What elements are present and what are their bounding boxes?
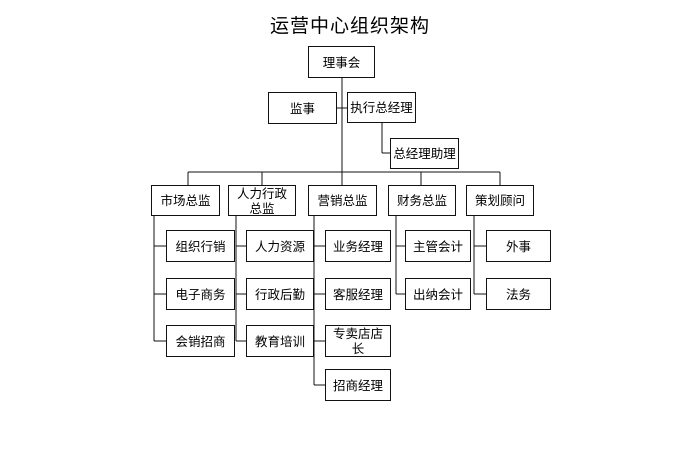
department-label: 策划顾问 [474,193,525,208]
node-board: 理事会 [308,46,375,78]
department-label: 市场总监 [160,193,211,208]
node-board-label: 理事会 [322,54,361,70]
node-subunit: 会销招商 [166,325,235,357]
subunit-label: 主管会计 [412,238,463,254]
chart-title: 运营中心组织架构 [269,15,430,37]
node-subunit: 出纳会计 [405,278,471,310]
node-subunit: 组织行销 [166,230,235,262]
node-subunit: 主管会计 [405,230,471,262]
node-ceo-assistant: 总经理助理 [390,138,459,169]
node-subunit: 招商经理 [325,369,391,401]
node-ceo-label: 执行总经理 [350,100,413,115]
node-subunit: 专卖店店长 [325,325,391,357]
department-label: 财务总监 [396,193,447,208]
subunit-label: 电子商务 [175,286,226,302]
node-supervisor-label: 监事 [289,100,315,116]
node-subunit: 行政后勤 [246,278,314,310]
node-subunit: 法务 [486,278,551,310]
node-subunit: 客服经理 [325,278,391,310]
node-department: 策划顾问 [466,185,534,216]
subunit-label: 行政后勤 [254,286,305,302]
subunit-label: 人力资源 [254,238,305,254]
subunit-label: 客服经理 [332,286,383,302]
node-subunit: 教育培训 [246,325,314,357]
subunit-label: 业务经理 [332,238,383,254]
node-subunit: 外事 [486,230,551,262]
node-ceo-assistant-label: 总经理助理 [393,146,456,161]
subunit-label: 法务 [505,286,531,302]
subunit-label: 会销招商 [175,333,226,349]
subunit-label: 招商经理 [332,377,383,393]
subunit-label: 教育培训 [254,333,305,349]
node-subunit: 人力资源 [246,230,314,262]
node-ceo: 执行总经理 [347,92,416,123]
subunit-label: 出纳会计 [412,286,463,302]
node-subunit: 电子商务 [166,278,235,310]
node-department: 财务总监 [388,185,456,216]
node-department: 人力行政总监 [228,185,296,216]
node-supervisor: 监事 [268,92,337,124]
node-subunit: 业务经理 [325,230,391,262]
department-label: 营销总监 [317,193,368,208]
node-department: 市场总监 [151,185,220,216]
subunit-label: 专卖店店长 [332,326,383,356]
subunit-label: 组织行销 [175,238,226,254]
node-department: 营销总监 [308,185,377,216]
subunit-label: 外事 [505,238,531,254]
department-label: 人力行政总监 [236,185,287,216]
